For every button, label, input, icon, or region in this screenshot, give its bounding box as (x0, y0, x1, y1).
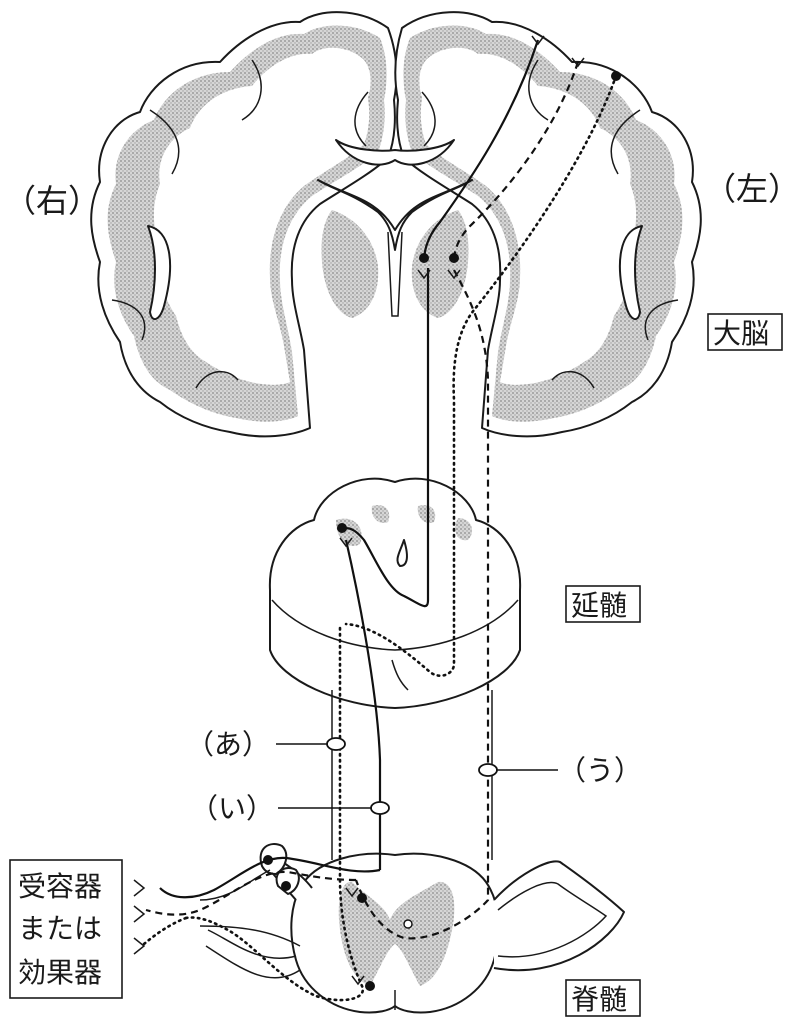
ventral-root-right-2 (206, 946, 300, 978)
spinal-nerve-right-2 (200, 926, 300, 946)
label-receptor-line3: 効果器 (18, 956, 102, 989)
central-canal (404, 920, 412, 928)
soma-ganglion-lower (281, 881, 291, 891)
soma-cortex-solid (611, 71, 621, 81)
medulla (270, 479, 520, 708)
label-spinal-cord: 脊髄 (571, 983, 627, 1016)
marker-i (371, 802, 389, 814)
receptor-ending (134, 938, 144, 954)
pathway-dotted-root (144, 918, 186, 944)
marker-u (479, 764, 497, 776)
soma-thalamus-dashed (449, 253, 459, 263)
marker-a (327, 738, 345, 750)
label-pathway-u: （う） (558, 754, 642, 787)
receptor-ending (134, 906, 144, 922)
label-receptor-line1: 受容器 (18, 870, 102, 903)
label-right: （右） (4, 182, 100, 220)
soma-medulla (337, 523, 347, 533)
label-pathway-a: （あ） (186, 728, 270, 761)
soma-thalamus-solid (419, 253, 429, 263)
label-medulla: 延髄 (571, 589, 627, 622)
soma-ganglion (263, 855, 273, 865)
basal-ganglia-right (321, 210, 378, 318)
ventral-root-right (208, 930, 296, 958)
receptor-ending (134, 880, 144, 896)
cerebrum (91, 12, 701, 436)
spinal-nerve-right (200, 870, 270, 900)
pathway-markers (276, 738, 558, 814)
soma-spinal-dorsal (357, 893, 367, 903)
label-pathway-i: （い） (190, 792, 274, 825)
label-left: （左） (704, 170, 787, 208)
label-receptor-line2: または (18, 912, 102, 945)
medulla-body (270, 479, 520, 708)
basal-ganglia-left (412, 210, 469, 318)
label-cerebrum: 大脳 (713, 317, 769, 350)
soma-spinal-ventral (365, 981, 375, 991)
